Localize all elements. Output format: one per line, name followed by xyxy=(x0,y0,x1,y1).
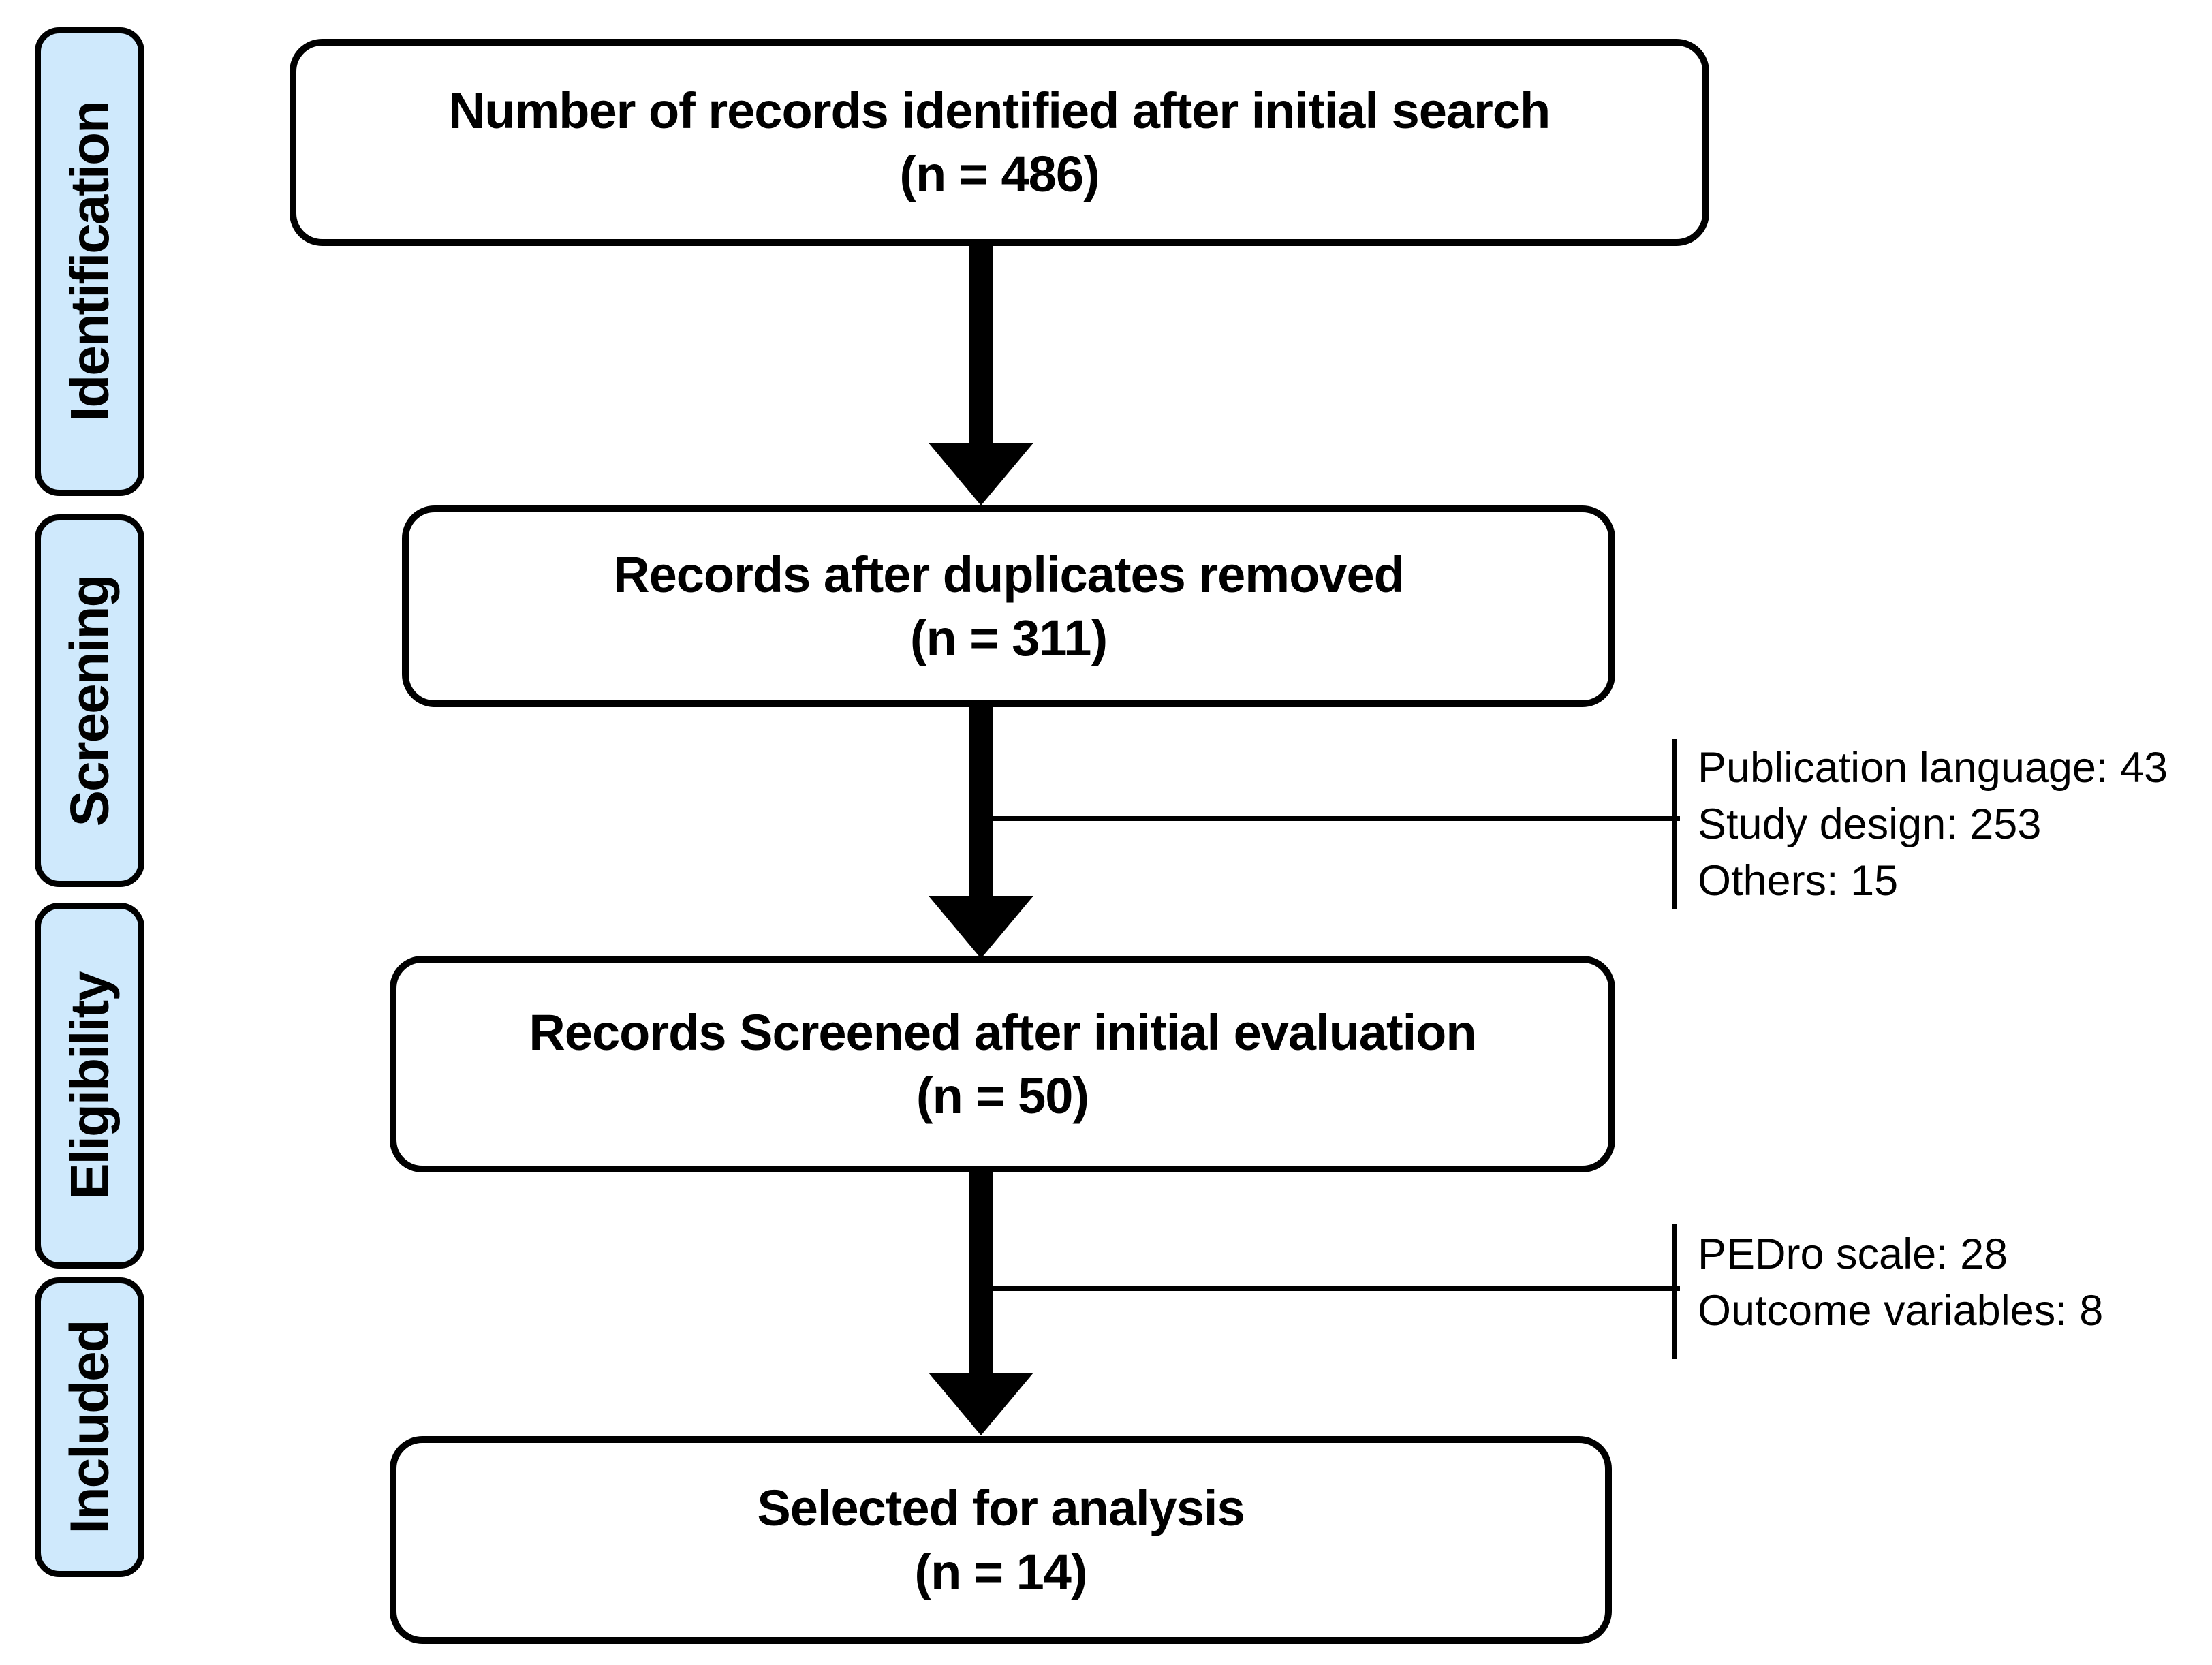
exclusion-note-2: PEDro scale: 28 Outcome variables: 8 xyxy=(1698,1226,2103,1339)
flow-box-records-screened-title: Records Screened after initial evaluatio… xyxy=(529,1003,1476,1061)
arrow-down-2-shaft xyxy=(969,705,993,897)
flow-box-duplicates-removed-title: Records after duplicates removed xyxy=(613,546,1405,603)
flow-box-duplicates-removed-count: (n = 311) xyxy=(909,610,1108,666)
flow-box-selected-for-analysis: Selected for analysis (n = 14) xyxy=(390,1436,1612,1644)
stage-identification: Identification xyxy=(35,27,144,496)
exclusion-note-1-line-3: Others: 15 xyxy=(1698,857,1899,905)
exclusion-note-2-line-1: PEDro scale: 28 xyxy=(1698,1230,2008,1278)
stage-eligibility: Eligibility xyxy=(35,903,144,1269)
arrow-down-2-head-icon xyxy=(929,896,1033,959)
flow-box-duplicates-removed: Records after duplicates removed (n = 31… xyxy=(402,505,1615,707)
stage-screening: Screening xyxy=(35,514,144,887)
arrow-down-1-head-icon xyxy=(929,443,1033,505)
connector-line-1-horizontal xyxy=(981,816,1680,821)
arrow-down-3-head-icon xyxy=(929,1373,1033,1435)
stage-included-label: Included xyxy=(59,1320,120,1534)
flow-box-records-identified-title: Number of records identified after initi… xyxy=(448,82,1551,139)
flow-box-records-identified-count: (n = 486) xyxy=(899,146,1100,202)
connector-line-2-vertical xyxy=(1672,1224,1677,1359)
stage-identification-label: Identification xyxy=(59,102,120,422)
stage-screening-label: Screening xyxy=(59,575,120,826)
flow-box-records-screened: Records Screened after initial evaluatio… xyxy=(390,956,1615,1172)
exclusion-note-1-line-2: Study design: 253 xyxy=(1698,800,2042,848)
exclusion-note-1: Publication language: 43 Study design: 2… xyxy=(1698,740,2168,909)
flow-box-records-screened-count: (n = 50) xyxy=(916,1068,1089,1124)
flow-box-records-identified: Number of records identified after initi… xyxy=(290,39,1709,246)
stage-eligibility-label: Eligibility xyxy=(59,971,120,1200)
flow-box-selected-for-analysis-title: Selected for analysis xyxy=(757,1480,1245,1537)
arrow-down-1-shaft xyxy=(969,243,993,444)
stage-included: Included xyxy=(35,1277,144,1577)
flow-box-selected-for-analysis-count: (n = 14) xyxy=(914,1543,1087,1600)
exclusion-note-2-line-2: Outcome variables: 8 xyxy=(1698,1287,2104,1335)
exclusion-note-1-line-1: Publication language: 43 xyxy=(1698,744,2168,792)
arrow-down-3-shaft xyxy=(969,1170,993,1374)
connector-line-2-horizontal xyxy=(981,1286,1680,1291)
connector-line-1-vertical xyxy=(1672,739,1677,909)
